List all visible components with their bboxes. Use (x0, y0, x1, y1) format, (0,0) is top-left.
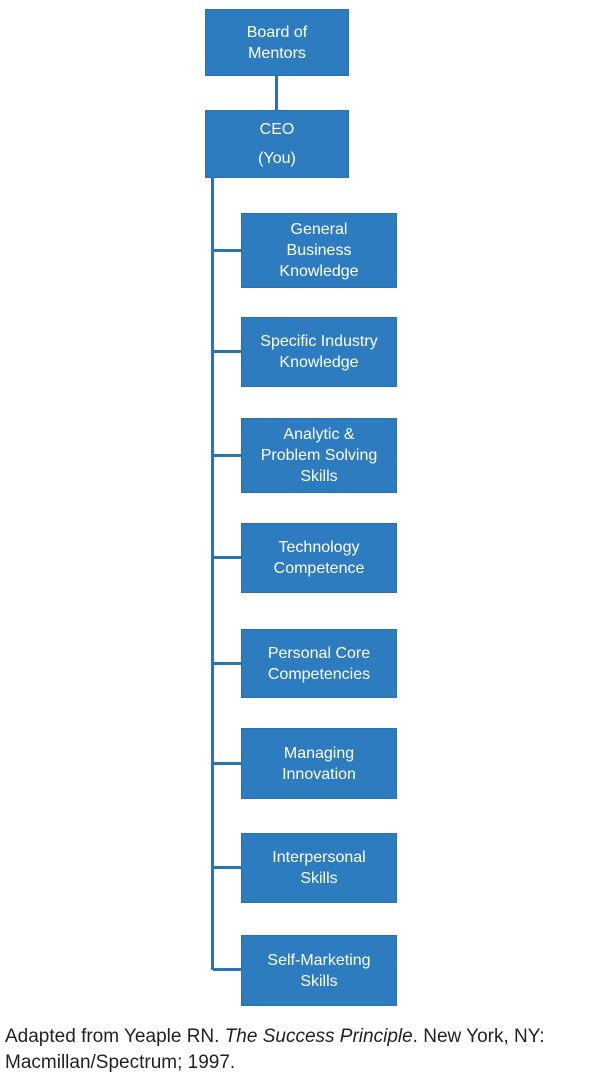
node-self-marketing-skills: Self-Marketing Skills (241, 935, 397, 1006)
node-technology-competence: Technology Competence (241, 523, 397, 593)
node-specific-industry-knowledge: Specific Industry Knowledge (241, 317, 397, 387)
node-ceo-you: CEO (You) (205, 110, 349, 178)
connector-stub (213, 968, 241, 971)
connector-stub (213, 662, 241, 665)
source-citation: Adapted from Yeaple RN. The Success Prin… (5, 1024, 593, 1076)
connector-stub (213, 866, 241, 869)
node-personal-core-competencies: Personal Core Competencies (241, 629, 397, 698)
connector-stub (213, 762, 241, 765)
citation-book-title: The Success Principle (224, 1026, 413, 1047)
connector-stub (213, 454, 241, 457)
connector-stub (213, 249, 241, 252)
node-managing-innovation: Managing Innovation (241, 728, 397, 799)
citation-prefix: Adapted from Yeaple RN. (5, 1026, 225, 1047)
connector-trunk-line (211, 178, 214, 970)
citation-suffix: . New York, NY: Macmillan/Spectrum; 1997… (5, 1026, 545, 1073)
connector-stub (213, 350, 241, 353)
node-analytic-problem-solving-skills: Analytic & Problem Solving Skills (241, 418, 397, 493)
connector-stub (213, 556, 241, 559)
node-interpersonal-skills: Interpersonal Skills (241, 833, 397, 903)
node-general-business-knowledge: General Business Knowledge (241, 213, 397, 288)
node-board-of-mentors: Board of Mentors (205, 9, 349, 76)
connector-board-to-ceo (275, 76, 278, 110)
